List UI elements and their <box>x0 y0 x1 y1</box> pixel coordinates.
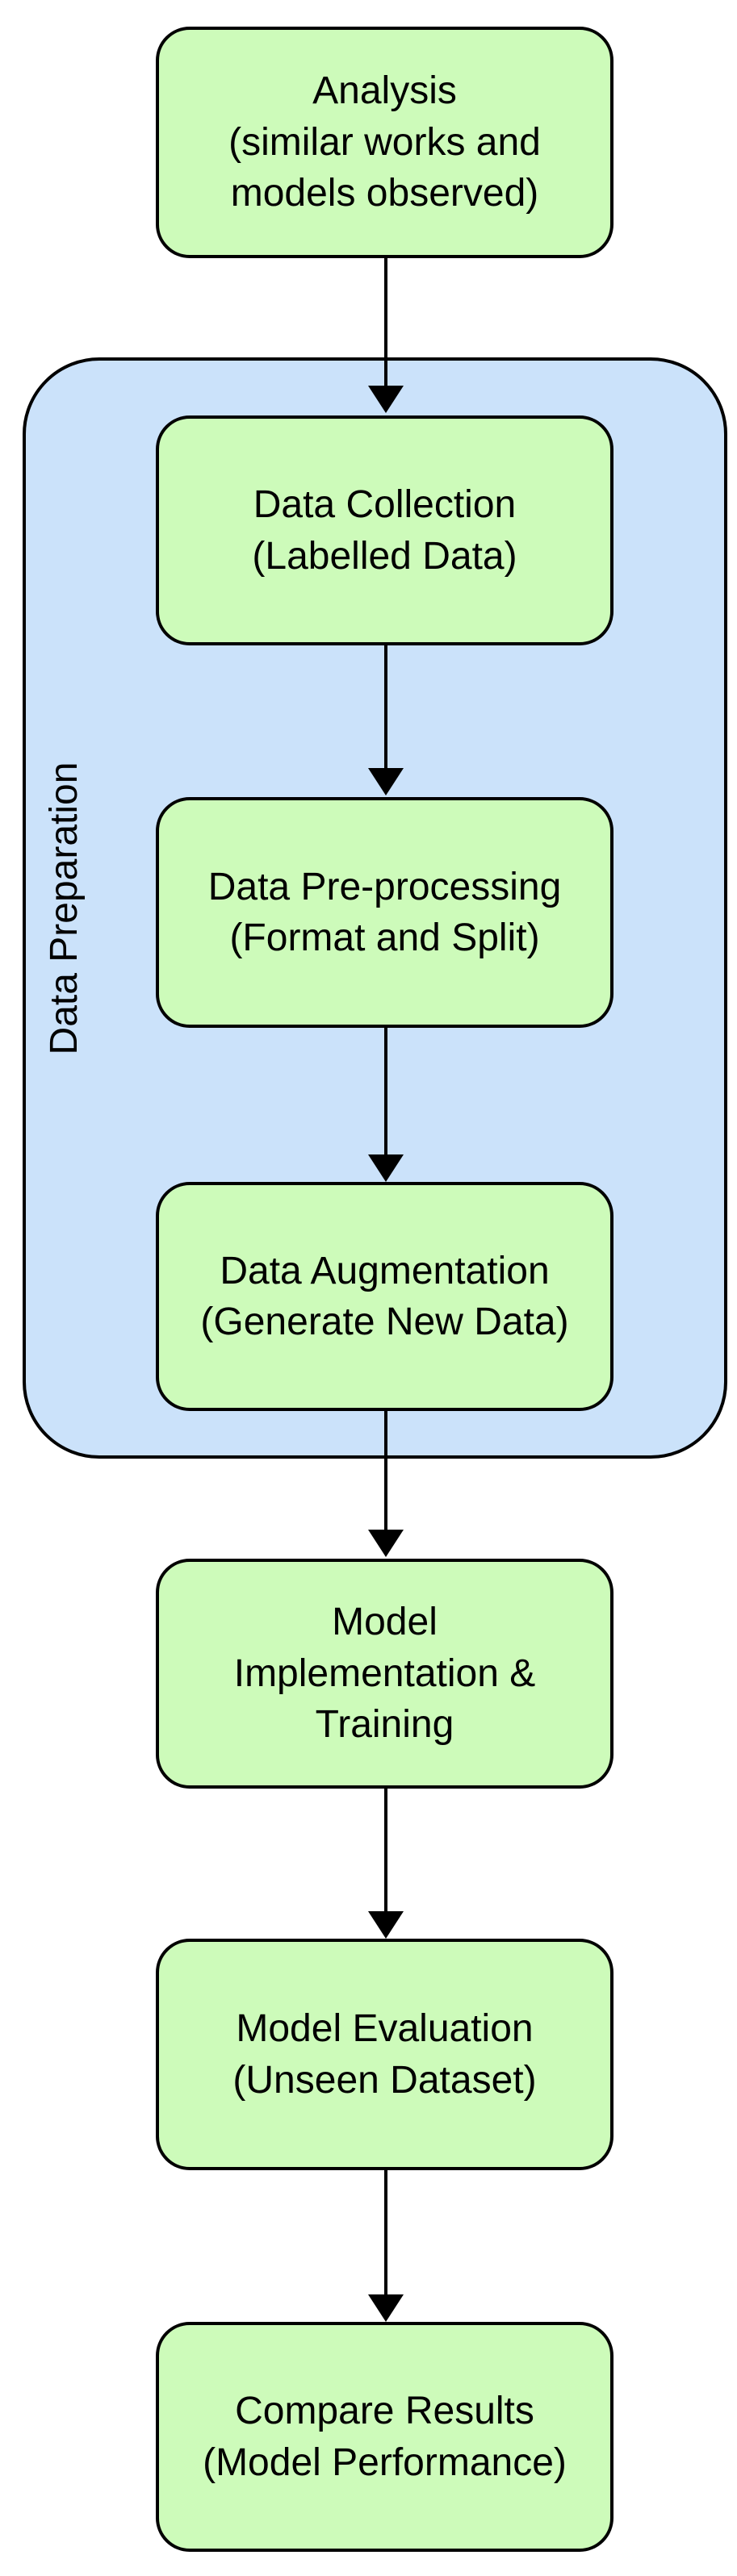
arrow-line <box>384 1411 387 1536</box>
node-data-pre-processing: Data Pre-processing (Format and Split) <box>156 797 613 1028</box>
node-analysis: Analysis (similar works and models obser… <box>156 27 613 258</box>
node-data-augmentation-line-1: Data Augmentation <box>220 1249 550 1292</box>
arrowhead-down-icon <box>368 1154 404 1182</box>
arrow-analysis-to-data-collection <box>368 258 404 413</box>
node-data-augmentation-label: Data Augmentation (Generate New Data) <box>200 1246 568 1348</box>
arrowhead-down-icon <box>368 768 404 795</box>
arrow-pre-processing-to-augmentation <box>368 1028 404 1182</box>
arrow-line <box>384 258 387 392</box>
node-data-pre-processing-label: Data Pre-processing (Format and Split) <box>208 862 562 964</box>
node-model-implementation-training: Model Implementation & Training <box>156 1559 613 1789</box>
node-model-evaluation-line-1: Model Evaluation <box>236 2007 534 2051</box>
arrow-model-implementation-to-evaluation <box>368 1789 404 1939</box>
node-analysis-line-2: (similar works and <box>228 120 541 164</box>
arrowhead-down-icon <box>368 386 404 413</box>
arrowhead-down-icon <box>368 1530 404 1557</box>
arrow-line <box>384 1028 387 1161</box>
node-compare-results-line-2: (Model Performance) <box>203 2440 567 2484</box>
node-data-pre-processing-line-1: Data Pre-processing <box>207 865 562 908</box>
node-model-implementation-training-label: Model Implementation & Training <box>234 1597 536 1750</box>
arrow-evaluation-to-compare-results <box>368 2170 404 2322</box>
node-data-pre-processing-line-2: (Format and Split) <box>229 916 540 959</box>
node-compare-results: Compare Results (Model Performance) <box>156 2322 613 2552</box>
node-analysis-line-1: Analysis <box>312 69 457 113</box>
group-label-data-preparation: Data Preparation <box>43 762 86 1055</box>
node-model-implementation-line-3: Training <box>315 1703 454 1747</box>
node-model-evaluation: Model Evaluation (Unseen Dataset) <box>156 1939 613 2170</box>
arrowhead-down-icon <box>368 1911 404 1939</box>
node-data-collection-line-2: (Labelled Data) <box>252 534 517 578</box>
node-data-collection: Data Collection (Labelled Data) <box>156 415 613 645</box>
node-data-augmentation: Data Augmentation (Generate New Data) <box>156 1182 613 1411</box>
node-analysis-label: Analysis (similar works and models obser… <box>228 65 541 219</box>
node-data-augmentation-line-2: (Generate New Data) <box>200 1301 569 1343</box>
arrow-line <box>384 1789 387 1918</box>
arrow-data-collection-to-pre-processing <box>368 645 404 795</box>
arrowhead-down-icon <box>368 2294 404 2322</box>
node-analysis-line-3: models observed) <box>230 172 539 215</box>
node-model-evaluation-label: Model Evaluation (Unseen Dataset) <box>232 2003 536 2106</box>
arrow-line <box>384 2170 387 2301</box>
node-model-implementation-line-1: Model <box>332 1601 438 1644</box>
node-data-collection-label: Data Collection (Labelled Data) <box>252 479 517 582</box>
node-model-implementation-line-2: Implementation & <box>233 1651 536 1695</box>
arrow-augmentation-to-model-implementation <box>368 1411 404 1557</box>
node-compare-results-label: Compare Results (Model Performance) <box>203 2386 567 2488</box>
node-model-evaluation-line-2: (Unseen Dataset) <box>232 2058 537 2102</box>
node-compare-results-line-1: Compare Results <box>235 2390 534 2433</box>
node-data-collection-line-1: Data Collection <box>253 483 517 527</box>
arrow-line <box>384 645 387 774</box>
